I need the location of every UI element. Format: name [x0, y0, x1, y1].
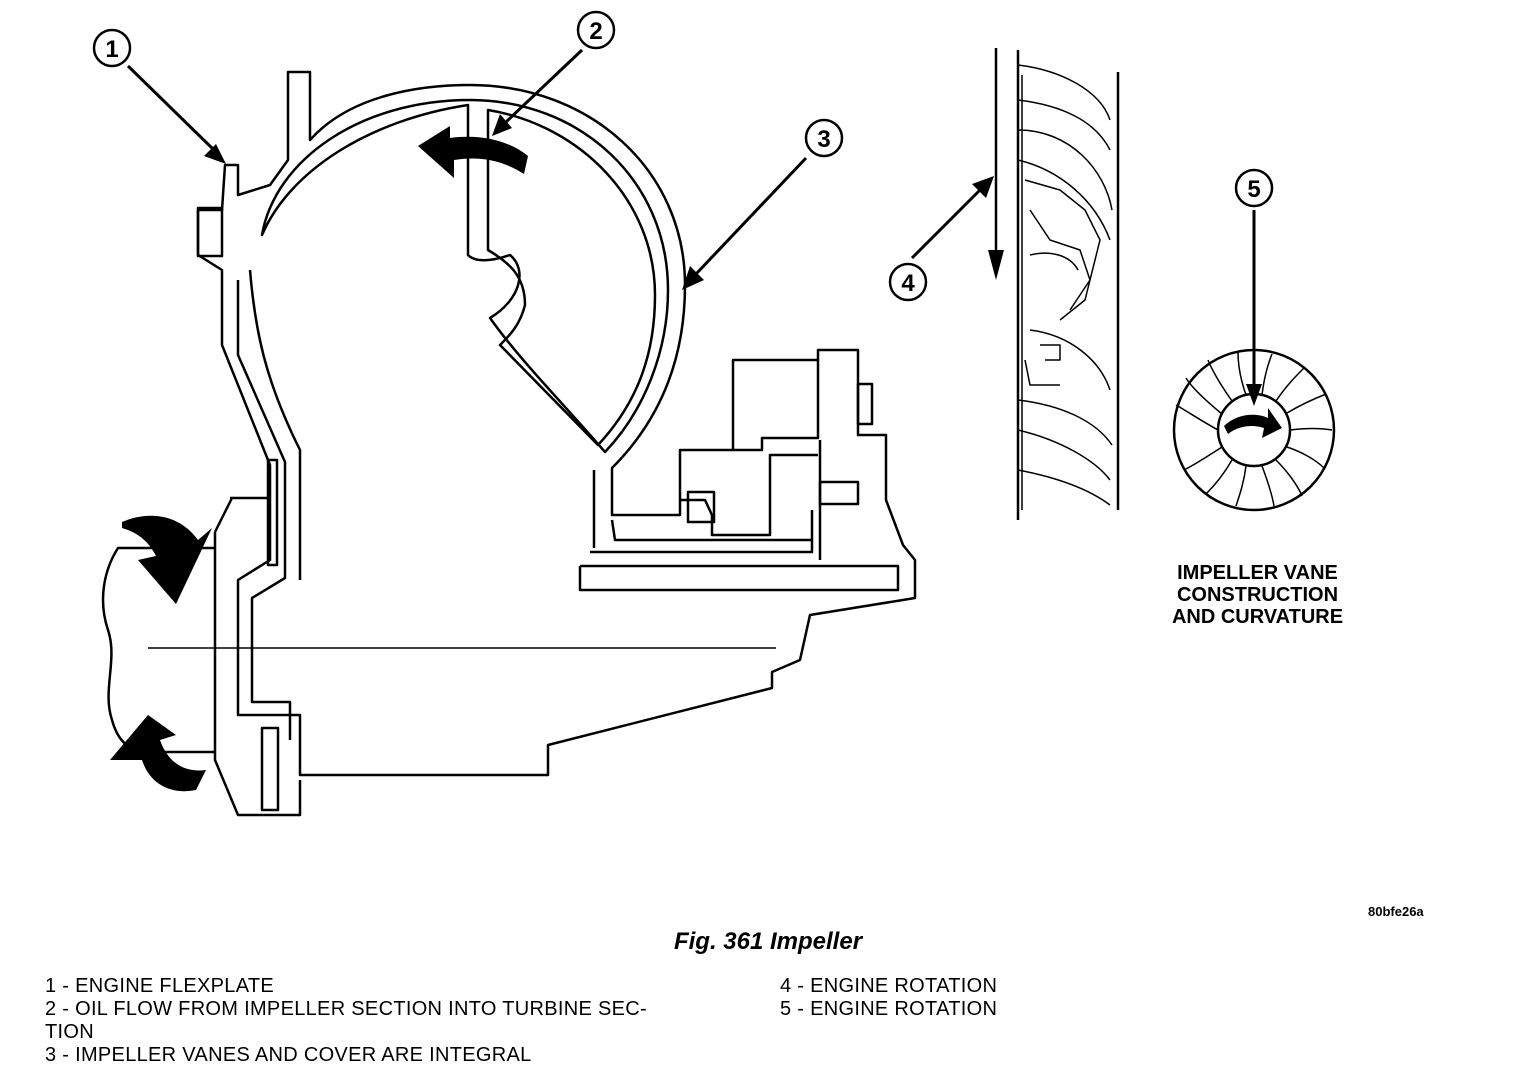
legend-item-4: 4 - ENGINE ROTATION: [780, 975, 998, 997]
callout-3-label: 3: [817, 126, 830, 153]
callout-3: 3: [804, 118, 844, 158]
crankshaft-end: [101, 515, 215, 792]
stator-support: [592, 470, 812, 548]
callout-4: 4: [888, 262, 928, 302]
callout-circles: 1 2 3 4 5: [92, 10, 1274, 302]
pump-bolt: [856, 382, 874, 426]
callout-4-label: 4: [901, 270, 915, 297]
leader-2-arrowhead: [492, 114, 512, 136]
leader-3-arrowhead: [682, 266, 704, 290]
oil-flow-arrow: [418, 126, 528, 178]
cover-shell-inner: [248, 269, 302, 580]
impeller-diagram: 1 2 3 4 5: [92, 10, 1336, 817]
turbine-blade-section: [486, 108, 657, 447]
legend-item-5: 5 - ENGINE ROTATION: [780, 998, 998, 1020]
flexplate-slot: [266, 458, 279, 567]
legend-item-3: 3 - IMPELLER VANES AND COVER ARE INTEGRA…: [45, 1044, 532, 1066]
vane-strip-profile: [1017, 64, 1113, 510]
impeller-vane-strip: [988, 48, 1120, 520]
callout-5: 5: [1234, 168, 1274, 208]
pump-housing-step: [731, 358, 822, 560]
impeller-vanes: [1175, 351, 1333, 507]
callout-1: 1: [92, 28, 132, 68]
pump-body: [680, 453, 818, 537]
impeller-torus-inner: [260, 98, 670, 454]
leader-1: [126, 64, 216, 152]
engine-rotation-arrowhead-4: [988, 250, 1004, 280]
rotation-arrow-top: [122, 515, 212, 604]
legend-item-2: 2 - OIL FLOW FROM IMPELLER SECTION INTO …: [45, 998, 647, 1020]
legend-left-column: 1 - ENGINE FLEXPLATE 2 - OIL FLOW FROM I…: [45, 975, 647, 1067]
leader-1-arrowhead: [204, 144, 226, 164]
pilot-boss: [260, 726, 280, 812]
leader-3: [694, 156, 808, 276]
callout-2: 2: [576, 10, 616, 50]
leader-4: [910, 188, 982, 260]
legend-item-1: 1 - ENGINE FLEXPLATE: [45, 975, 275, 997]
drawing-id: 80bfe26a: [1368, 904, 1424, 919]
converter-housing-outline: [196, 70, 917, 777]
pump-pin: [818, 480, 860, 506]
cover-shell-line: [236, 280, 292, 740]
impeller-caption: IMPELLER VANE CONSTRUCTION AND CURVATURE: [1150, 562, 1365, 628]
figure-title: Fig. 361 Impeller: [673, 928, 863, 955]
hub-flange: [213, 496, 302, 817]
crank-hub-line: [590, 510, 814, 554]
impeller-caption-line-3: AND CURVATURE: [1171, 606, 1344, 628]
converter-cross-section: [148, 70, 917, 817]
impeller-caption-line-1: IMPELLER VANE: [1177, 562, 1338, 584]
flexplate-bolt: [196, 206, 224, 258]
callout-5-label: 5: [1247, 176, 1260, 203]
legend-item-2-continued: TION: [45, 1021, 94, 1043]
input-shaft-plate: [578, 564, 900, 592]
rotation-arrow-bottom: [110, 715, 206, 792]
impeller-caption-line-2: CONSTRUCTION: [1176, 584, 1339, 606]
leader-2: [504, 48, 584, 124]
engine-rotation-arrow-5: [1224, 408, 1282, 438]
callout-leaders: [126, 48, 1262, 406]
callout-2-label: 2: [589, 18, 602, 45]
leader-4-arrowhead: [972, 176, 994, 198]
pump-seal: [686, 490, 716, 524]
callout-1-label: 1: [105, 36, 118, 63]
legend-right-column: 4 - ENGINE ROTATION 5 - ENGINE ROTATION: [780, 975, 997, 1021]
leader-5-arrowhead: [1246, 384, 1262, 406]
